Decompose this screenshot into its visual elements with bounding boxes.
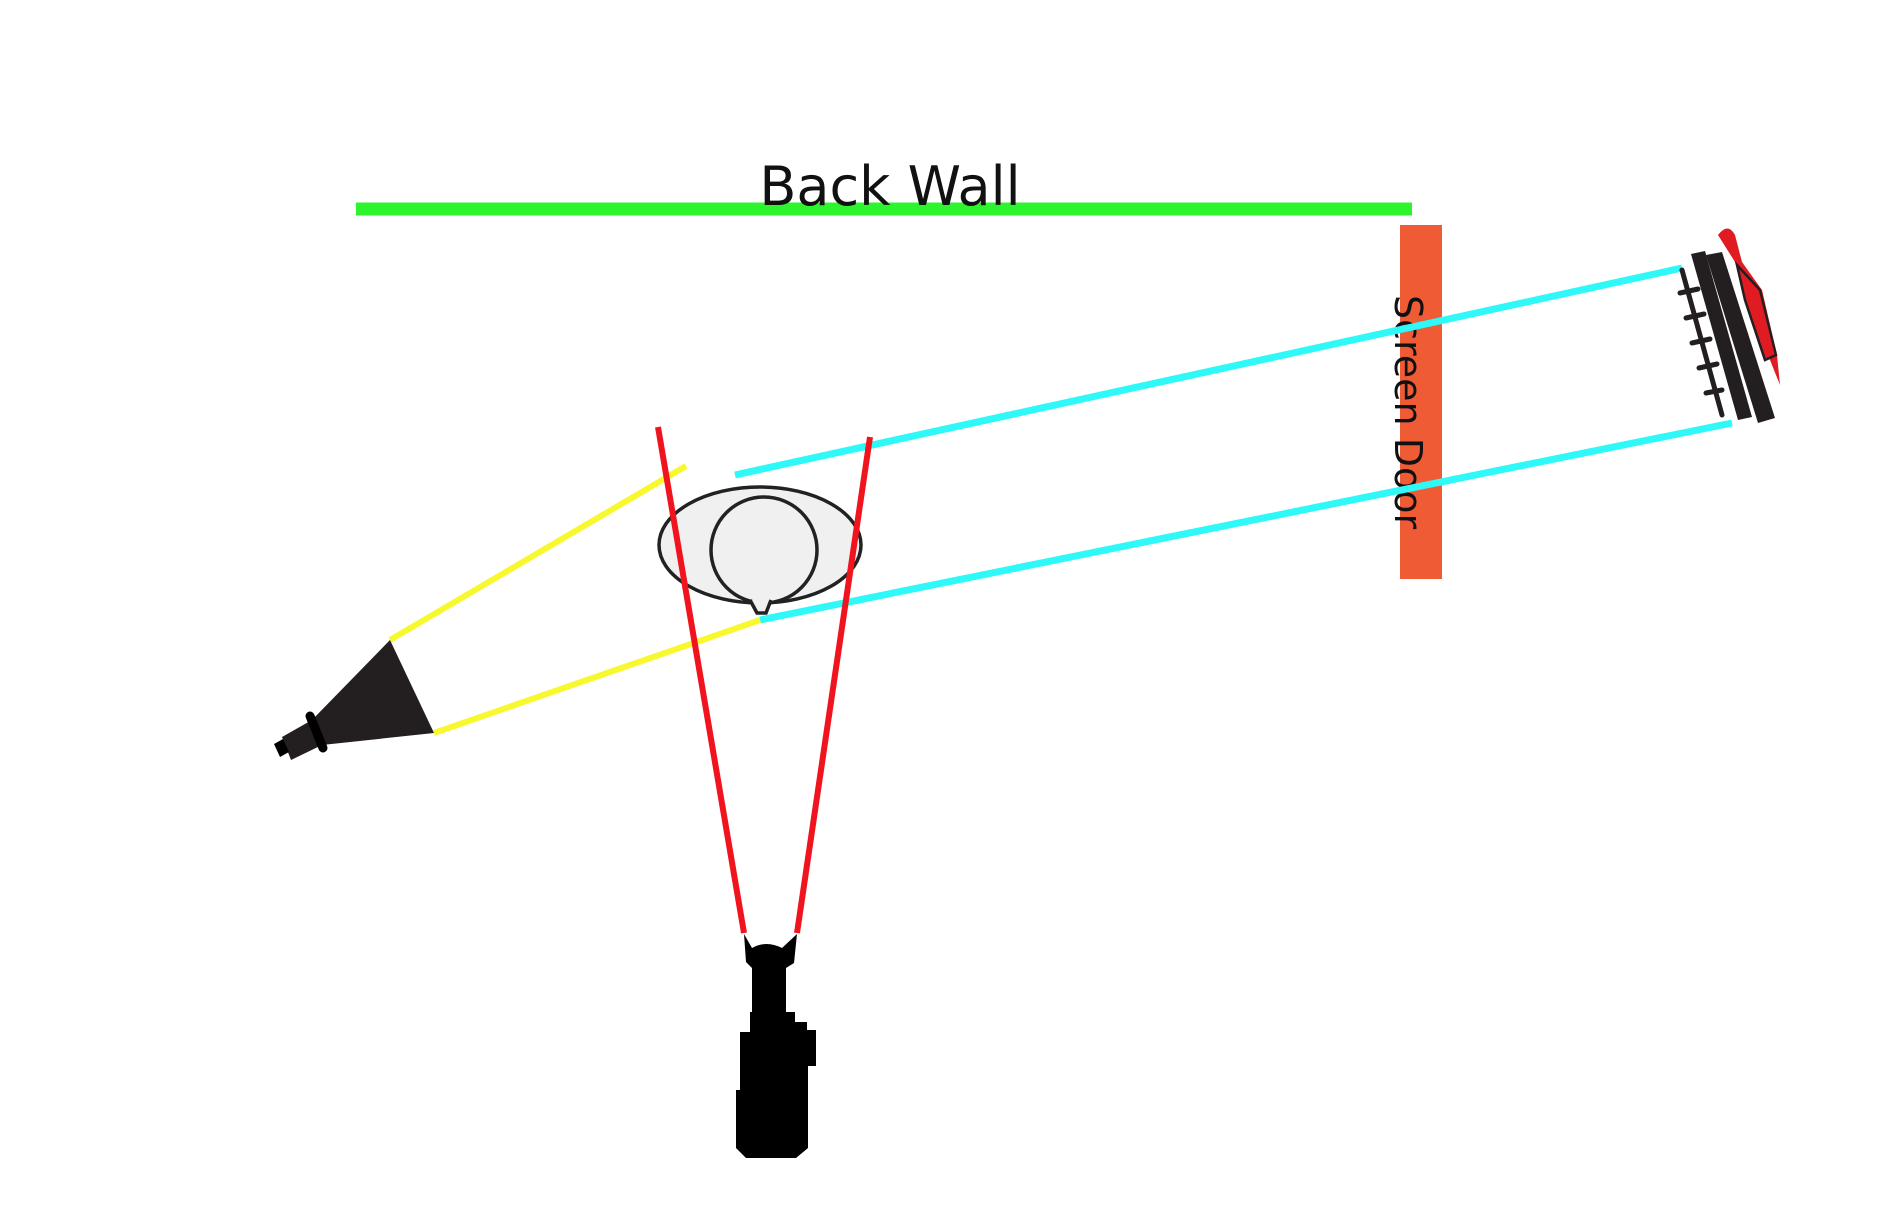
subject-head — [709, 495, 819, 605]
softbox-front-diffuser — [1691, 251, 1752, 420]
snoot-mount — [274, 739, 289, 757]
snoot-cone — [312, 640, 434, 745]
right-light-beam-top-edge — [734, 264, 1683, 479]
left-light-beam-top-edge — [388, 463, 688, 643]
snoot-light-icon — [274, 640, 434, 760]
softbox-grid — [1677, 267, 1725, 418]
subject-nose — [748, 599, 773, 615]
strip-softbox-light-icon — [1677, 228, 1780, 423]
softbox-red-housing — [1718, 228, 1780, 385]
right-light-beam — [734, 264, 1733, 624]
right-light-beam-bottom-edge — [759, 419, 1733, 624]
person-top-view-icon — [657, 485, 863, 615]
softbox-back-panel — [1734, 260, 1778, 362]
snoot-ring — [305, 711, 328, 753]
camera-fov-left-edge — [655, 426, 747, 934]
left-light-beam — [388, 463, 761, 736]
screen-door — [1400, 225, 1442, 579]
camera-fov-right-edge — [794, 436, 873, 934]
camera-top-view-icon — [736, 934, 816, 1158]
camera-lens-hood — [736, 934, 808, 1158]
camera-grip — [798, 1030, 816, 1066]
left-light-beam-bottom-edge — [433, 617, 761, 736]
back-wall-label: Back Wall — [759, 155, 1020, 218]
camera-field-of-view — [655, 426, 873, 934]
softbox-body — [1706, 252, 1775, 423]
